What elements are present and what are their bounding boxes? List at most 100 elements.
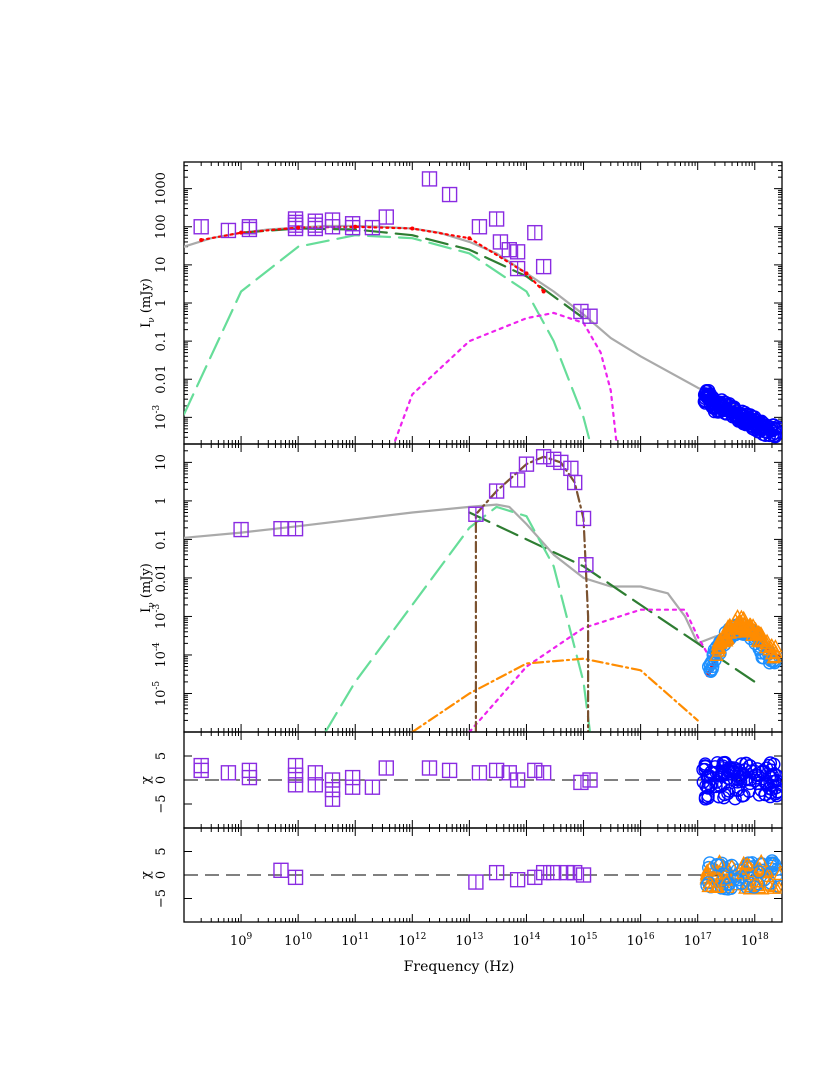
x-tick-label: 1015 [570,932,598,949]
xray-point [751,627,767,641]
xray-point [703,657,717,671]
y-tick-label: 0.1 [154,529,169,550]
model-sample-dot [467,236,472,241]
xray-residual [733,774,748,789]
xray-point [713,635,728,649]
xray-residual [718,755,732,770]
xray-residual [701,770,716,784]
xray-residual [699,863,715,877]
xray-residual [728,791,742,806]
xray-residual [739,856,755,870]
model-component-magenta [468,608,716,732]
xray-point [722,617,737,631]
xray-residual [752,865,766,879]
xray-residual [713,858,728,872]
x-tick-label: 1014 [512,932,540,949]
xray-residual [708,879,724,894]
xray-residual [712,790,726,804]
xray-point [719,633,734,647]
y-tick-label: 10-3 [152,404,169,430]
xray-residual [772,866,782,881]
model-component-dark_green [240,227,585,320]
panel-frame [183,443,783,733]
y-tick-label: 10-5 [152,681,169,707]
model-sample-dot [199,237,204,242]
xray-point [732,617,748,631]
model-sample-dot [353,224,358,229]
xray-point [764,637,779,651]
y-tick-label: 1 [154,497,169,505]
model-sample-dot [296,225,301,230]
model-component-orange [411,657,699,732]
plot-area [184,449,782,732]
model-sample-dot [239,230,244,235]
y-tick-label: −5 [154,794,169,813]
plot-area [184,853,782,896]
xray-point [758,640,774,654]
xray-point [709,647,724,661]
xray-residual [769,786,782,801]
xray-residual [698,790,713,804]
xray-residual [747,764,762,779]
xray-point [768,426,782,440]
y-tick-label: 100 [154,214,169,239]
xray-residual [752,862,767,876]
xray-point [767,648,782,663]
model-sample-dot [410,226,415,231]
model-component-magenta [392,311,618,444]
y-tick-label: 0 [154,871,169,879]
xray-residual [741,858,757,872]
sed-panel-middle: 10-5 10-4 10-3 0.01 0.1 1 10 Iν (mJy) [139,443,783,733]
y-tick-label: 10-4 [152,642,169,668]
model-component-red [200,225,545,293]
xray-point [730,615,745,630]
plot-area [184,755,782,807]
xray-residual [749,874,764,888]
xray-residual [709,779,723,794]
xray-residual [714,767,728,781]
y-tick-label: 0 [154,776,169,784]
x-axis-label: Frequency (Hz) [404,959,515,975]
y-axis-label: Iν (mJy) [139,563,157,613]
xray-residual [731,873,745,887]
y-tick-label: 0.01 [154,563,169,592]
x-tick-label: 1016 [627,932,655,949]
model-sample-dot [524,271,529,276]
xray-residual [729,783,743,797]
x-tick-label: 1017 [684,932,712,949]
x-tick-label: 1013 [455,932,483,949]
x-tick-label: 109 [230,932,253,949]
model-sample-dot [541,289,546,294]
xray-residual [742,784,756,798]
y-axis-label: χ [139,871,154,879]
y-tick-label: 1 [154,299,169,307]
y-tick-label: 5 [154,752,169,760]
xray-point [764,646,780,660]
xray-point [749,626,764,640]
y-tick-label: 10 [154,257,169,274]
plot-area [184,171,782,444]
model-component-dark_green [468,511,756,683]
xray-point [743,617,758,631]
xray-point [750,633,766,647]
model-component-model_total [184,503,782,657]
y-tick-label: 0.01 [154,365,169,394]
y-tick-label: 10-3 [152,604,169,630]
xray-residual [707,861,722,875]
xray-residual [705,878,720,892]
xray-residual [755,881,770,895]
y-tick-label: 10 [154,454,169,471]
y-axis-label: Iν (mJy) [139,278,157,328]
xray-residual [742,881,758,895]
panel-frame [183,161,783,445]
y-tick-label: 0.1 [154,331,169,352]
xray-residual [755,765,769,780]
xray-residual [702,860,717,875]
x-tick-label: 1010 [284,932,312,949]
xray-point [766,418,780,432]
